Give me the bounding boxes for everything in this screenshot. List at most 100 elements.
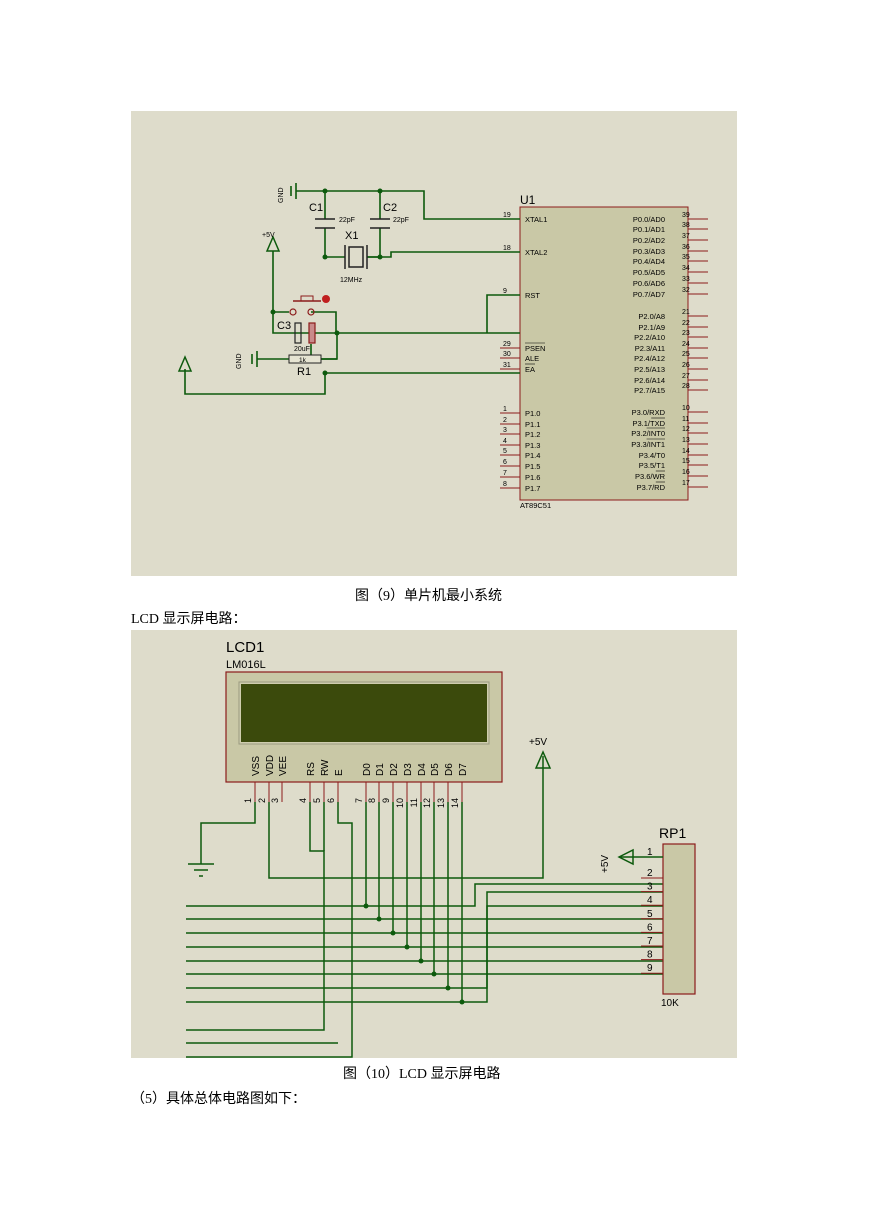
u1-pin-number: 30: [503, 351, 511, 358]
u1-pin-name: P2.1/A9: [638, 323, 665, 332]
wire-xtal2: [367, 251, 520, 258]
lcd-pin-number: 10: [395, 798, 405, 808]
u1-pin-number: 22: [682, 320, 690, 327]
rp1-pin-number: 7: [647, 936, 653, 947]
u1-pin-name: P0.6/AD6: [633, 279, 665, 288]
lcd-rp-link: [366, 883, 663, 907]
u1-pin-name: ALE: [525, 354, 539, 363]
lcd-pin-number: 6: [326, 798, 336, 803]
rp1-pin-number: 1: [647, 847, 653, 858]
u1-pin-number: 39: [682, 212, 690, 219]
u1-pin-name: P0.4/AD4: [633, 257, 665, 266]
x1-ref: X1: [345, 230, 358, 242]
rp1-pin-number: 5: [647, 909, 653, 920]
c3-value: 20uF: [294, 346, 310, 353]
u1-pin-name: P2.0/A8: [638, 312, 665, 321]
u1-pin-number: 32: [682, 287, 690, 294]
gnd-label-bottom: GND: [236, 353, 243, 369]
u1-pin-number: 14: [682, 448, 690, 455]
lcd-ref: LCD1: [226, 639, 264, 656]
u1-pin-name: P1.4: [525, 451, 540, 460]
vcc-arrow-icon: [265, 235, 281, 252]
lcd-pin-number: 3: [270, 798, 280, 803]
lcd-pin-number: 2: [257, 798, 267, 803]
u1-ref: U1: [520, 193, 536, 207]
lcd-pin-name: VEE: [278, 756, 289, 776]
gnd-symbol-top: [290, 183, 297, 199]
u1-pin-number: 26: [682, 362, 690, 369]
u1-pin-number: 11: [682, 416, 689, 423]
u1-pin-number: 12: [682, 426, 690, 433]
u1-pin-number: 37: [682, 233, 690, 240]
lcd-pin-name: D5: [430, 763, 441, 776]
lcd-pin-number: 14: [450, 798, 460, 808]
r1-value: 1k: [299, 357, 307, 364]
lcd-pin-name: E: [334, 769, 345, 776]
u1-pin-number: 33: [682, 276, 690, 283]
c2-value: 22pF: [393, 217, 409, 224]
u1-pin-name: P3.5/T1: [639, 461, 665, 470]
ea-arrow-icon: [177, 355, 193, 372]
wire-rst: [272, 294, 520, 334]
u1-pin-name: RST: [525, 291, 540, 300]
u1-pin-number: 4: [503, 438, 507, 445]
c1-symbol: [315, 218, 335, 229]
wire-vss-gnd: [200, 802, 256, 864]
lcd-pin-name: RW: [320, 759, 331, 776]
u1-pin-name: P1.0: [525, 409, 540, 418]
u1-pin-name: P1.5: [525, 462, 540, 471]
u1-pin-name: P0.3/AD3: [633, 247, 665, 256]
wire-c1-bottom: [324, 228, 345, 258]
rp1-pin-number: 9: [647, 963, 653, 974]
u1-pin-name: P3.0/RXD: [632, 408, 666, 417]
gnd-label-top: GND: [278, 187, 285, 203]
u1-pin-number: 21: [682, 309, 690, 316]
u1-pin-name: P3.2/INT0: [631, 429, 665, 438]
u1-pin-name: P3.6/WR: [635, 472, 666, 481]
u1-chip-body: [519, 206, 689, 501]
c3-symbol: [294, 322, 316, 344]
gnd-symbol-bottom: [251, 351, 258, 367]
u1-pin-name: P1.6: [525, 473, 540, 482]
c1-ref: C1: [309, 202, 323, 214]
u1-pin-number: 38: [682, 222, 690, 229]
u1-pin-name: PSEN: [525, 344, 545, 353]
r1-ref: R1: [297, 366, 311, 378]
u1-pin-name: P2.5/A13: [634, 365, 665, 374]
u1-pin-number: 18: [503, 245, 511, 252]
u1-pin-number: 5: [503, 448, 507, 455]
u1-pin-name: P1.7: [525, 484, 540, 493]
u1-pin-number: 7: [503, 470, 507, 477]
u1-pin-number: 3: [503, 427, 507, 434]
lcd-pin-name: D3: [403, 763, 414, 776]
u1-pin-name: P0.0/AD0: [633, 215, 665, 224]
rp1-pin-number: 4: [647, 895, 653, 906]
lcd-pin-number: 1: [243, 798, 253, 803]
rp1-pin-number: 6: [647, 922, 653, 933]
wire-vdd-vcc: [268, 756, 544, 879]
u1-pin-name: EA: [525, 365, 535, 374]
u1-pin-number: 13: [682, 437, 690, 444]
u1-pin-name: P1.2: [525, 430, 540, 439]
wire-vcc-reset: [272, 251, 289, 313]
u1-pin-number: 24: [682, 341, 690, 348]
reset-button-symbol: [289, 295, 330, 316]
u1-pin-name: P3.4/T0: [639, 451, 665, 460]
lcd-pin-number: 12: [422, 798, 432, 808]
lcd-pin-name: VDD: [265, 755, 276, 776]
rp1-value: 10K: [661, 998, 679, 1009]
u1-pin-name: XTAL1: [525, 215, 547, 224]
u1-pin-number: 29: [503, 341, 511, 348]
u1-pin-name: P2.7/A15: [634, 386, 665, 395]
u1-pin-name: XTAL2: [525, 248, 547, 257]
wire-c2-bottom: [367, 228, 381, 258]
fig1-wires: [184, 190, 520, 395]
u1-pin-name: P0.7/AD7: [633, 290, 665, 299]
wire-gnd-xtal1: [296, 190, 520, 220]
u1-pin-name: P3.3/INT1: [631, 440, 665, 449]
figure10-caption: 图（10）LCD 显示屏电路: [343, 1067, 501, 1082]
u1-pin-number: 8: [503, 481, 507, 488]
u1-model: AT89C51: [520, 501, 551, 510]
